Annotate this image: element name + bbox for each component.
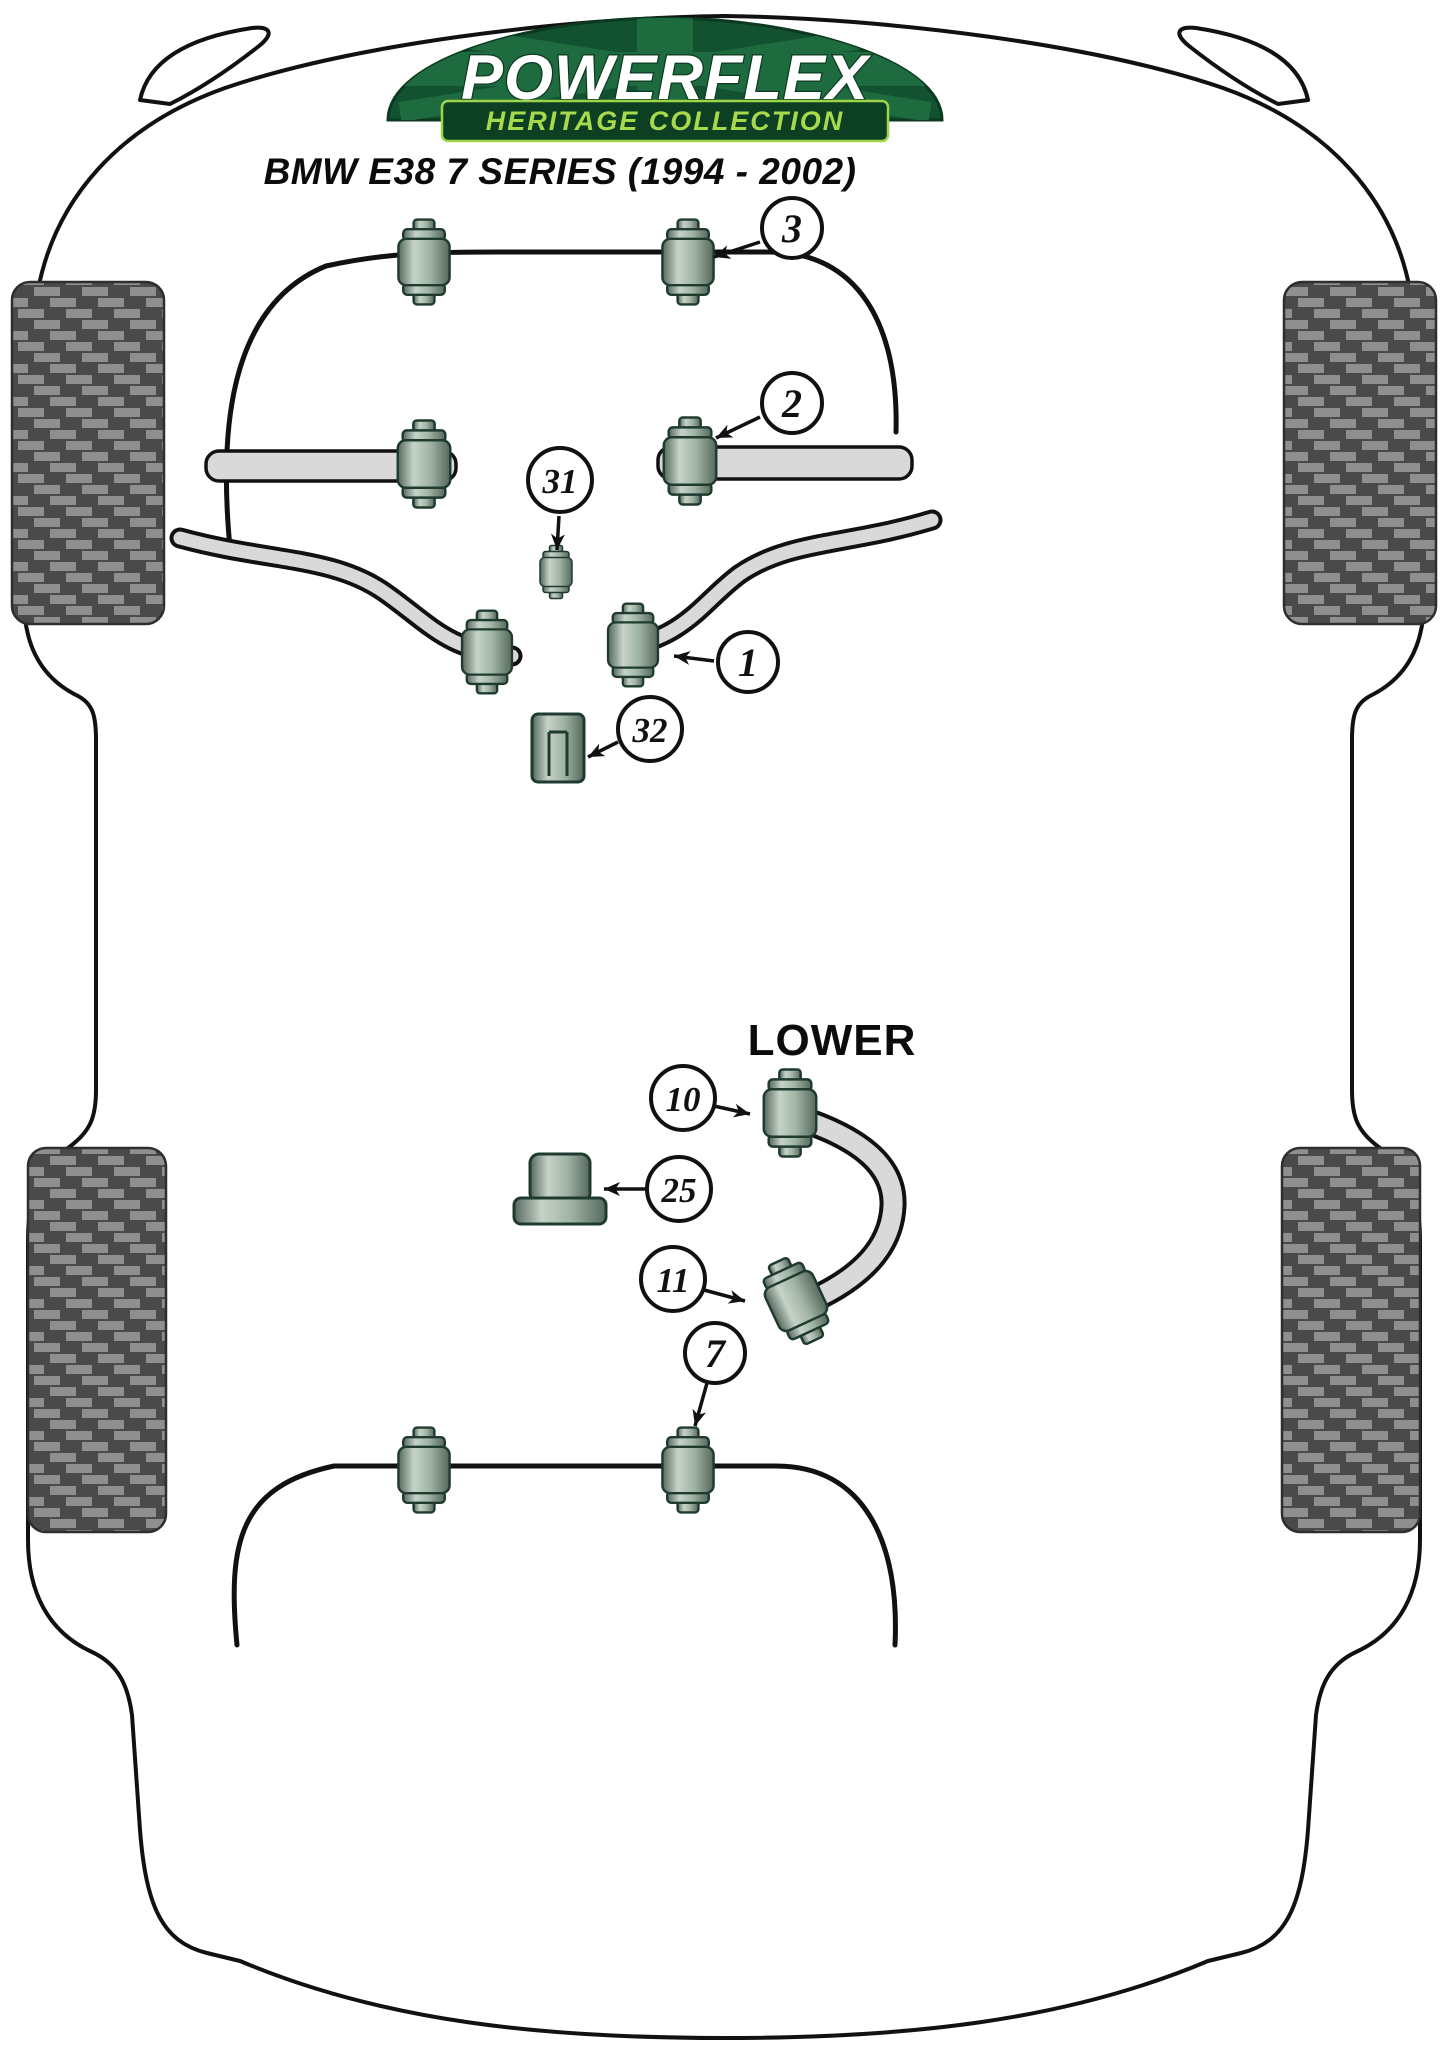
callout-11-arrow: [703, 1288, 746, 1304]
car-body-outline: [22, 14, 1426, 2040]
front-link-bush-left: [460, 609, 514, 695]
callout-2-circle: [760, 371, 824, 435]
callout-32-number: 32: [632, 711, 668, 750]
logo-subtitle-text: HERITAGE COLLECTION: [486, 106, 845, 136]
callout-31-arrow: [550, 515, 565, 551]
callout-1: 1: [673, 630, 780, 694]
callout-25: 25: [604, 1155, 713, 1223]
callout-2-arrow: [715, 415, 761, 440]
callout-3-circle: [760, 196, 824, 260]
tire-rear-right: [1280, 1146, 1422, 1534]
front-link-left: [173, 531, 519, 663]
front-control-arm-right: [656, 445, 914, 481]
callout-31-circle: [526, 446, 594, 514]
rear-arb-bush-left: [397, 1426, 451, 1514]
callout-11-circle: [639, 1245, 707, 1313]
callout-11: 11: [639, 1245, 746, 1313]
callout-10-arrow: [713, 1103, 751, 1118]
callout-25-circle: [645, 1155, 713, 1223]
side-mirror-left: [138, 25, 271, 106]
callout-3-arrow: [713, 240, 761, 259]
callout-7-circle: [683, 1321, 747, 1385]
callout-10-number: 10: [666, 1080, 701, 1119]
powerflex-logo: POWERFLEX HERITAGE COLLECTION: [386, 16, 944, 143]
callout-1-circle: [716, 630, 780, 694]
lower-label: LOWER: [748, 1016, 917, 1065]
tire-rear-left: [26, 1146, 168, 1534]
callout-31: 31: [526, 446, 594, 551]
mount-bush-32: [530, 712, 586, 784]
tire-front-left: [10, 280, 166, 626]
callout-10-circle: [649, 1064, 717, 1132]
rear-lower-arm: [788, 1108, 903, 1310]
rear-anti-roll-bar: [231, 1463, 898, 1648]
front-arb-bush-left: [397, 218, 451, 306]
front-arb-bush-right: [661, 218, 715, 306]
callout-3: 3: [713, 196, 824, 260]
rear-arm-bush-top: [762, 1068, 818, 1158]
page-title: BMW E38 7 SERIES (1994 - 2002): [264, 151, 857, 192]
front-link-right: [613, 513, 939, 655]
callout-32-arrow: [587, 740, 619, 759]
callout-7: 7: [683, 1321, 747, 1427]
front-arm-bush-left: [396, 419, 452, 509]
callout-3-number: 3: [781, 206, 802, 251]
subframe-bush-25: [512, 1152, 608, 1226]
callout-32-circle: [616, 695, 684, 763]
callout-11-number: 11: [656, 1261, 689, 1300]
front-arm-bush-right: [662, 416, 718, 506]
logo-banner: [440, 99, 890, 143]
small-bush-31: [539, 544, 573, 600]
callout-2-number: 2: [781, 381, 802, 426]
callout-1-arrow: [673, 651, 715, 665]
callout-7-arrow: [692, 1382, 709, 1427]
callout-1-number: 1: [738, 640, 758, 685]
front-link-bush-right: [606, 602, 660, 688]
callout-2: 2: [715, 371, 824, 440]
callout-32: 32: [587, 695, 684, 763]
rear-arb-bush-right: [661, 1426, 715, 1514]
callout-25-number: 25: [661, 1171, 697, 1210]
tire-front-right: [1282, 280, 1438, 626]
callout-10: 10: [649, 1064, 751, 1132]
side-mirror-right: [1177, 25, 1310, 106]
callout-31-number: 31: [542, 462, 578, 501]
front-control-arm-left: [204, 449, 458, 483]
callout-7-number: 7: [705, 1331, 727, 1376]
